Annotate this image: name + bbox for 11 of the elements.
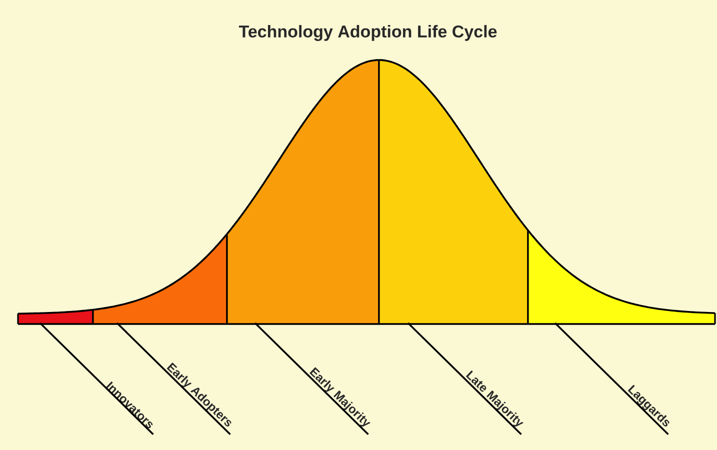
curve-segment (378, 59, 529, 325)
curve-segment (17, 308, 94, 325)
leader-line (554, 322, 669, 435)
leader-line (254, 322, 369, 435)
leader-line (39, 322, 154, 435)
curve-segment (527, 230, 716, 325)
curve-segment (92, 233, 228, 325)
leader-line (407, 322, 522, 435)
title: Technology Adoption Life Cycle (238, 25, 497, 41)
leader-line (116, 322, 231, 435)
curve-segment (226, 59, 380, 325)
